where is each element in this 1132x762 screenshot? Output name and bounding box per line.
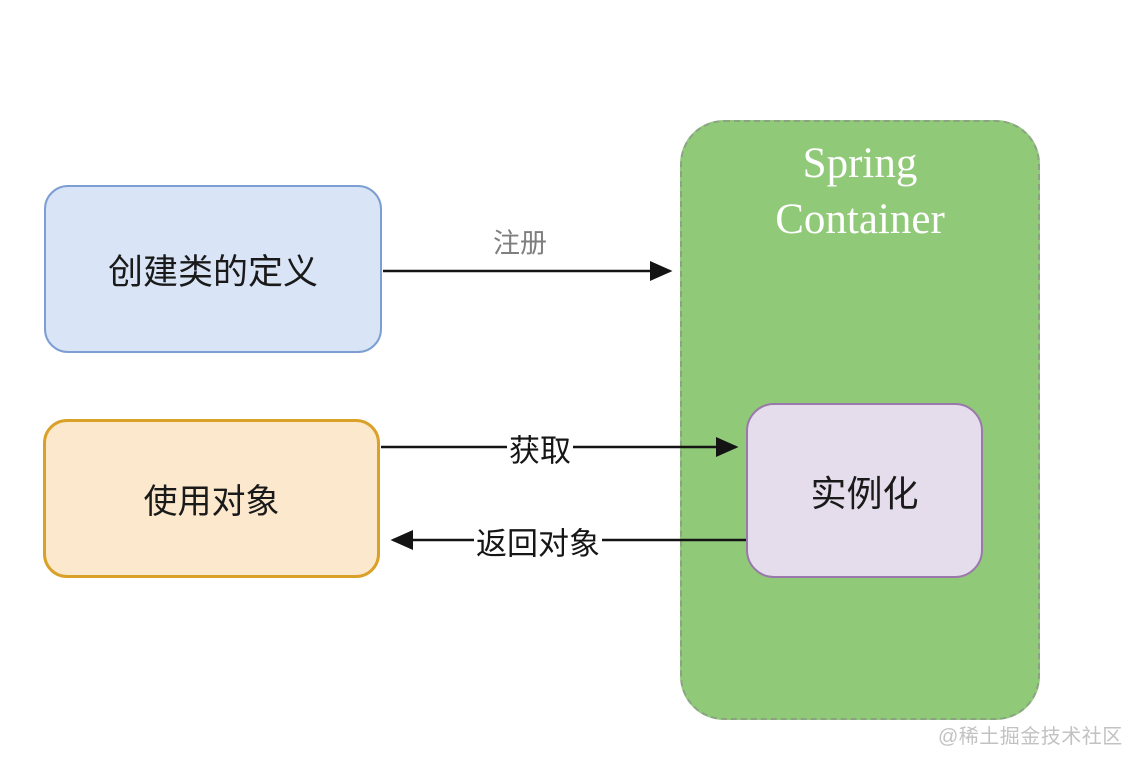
return-object-arrow-label: 返回对象: [474, 518, 602, 564]
watermark: @稀土掘金技术社区: [938, 726, 1123, 748]
spring-container-title-line1: Spring: [802, 140, 918, 187]
get-arrow-label: 获取: [507, 425, 573, 471]
register-arrow-label: 注册: [493, 228, 547, 259]
spring-container-title: Spring Container: [682, 136, 1038, 248]
spring-container-title-line2: Container: [775, 196, 945, 243]
class-definition-box: 创建类的定义: [44, 185, 382, 353]
class-definition-box-label: 创建类的定义: [107, 252, 318, 292]
use-object-box-label: 使用对象: [143, 483, 280, 521]
use-object-box: 使用对象: [43, 419, 380, 578]
instantiate-box-label: 实例化: [810, 472, 919, 514]
instantiate-box: 实例化: [746, 403, 983, 578]
